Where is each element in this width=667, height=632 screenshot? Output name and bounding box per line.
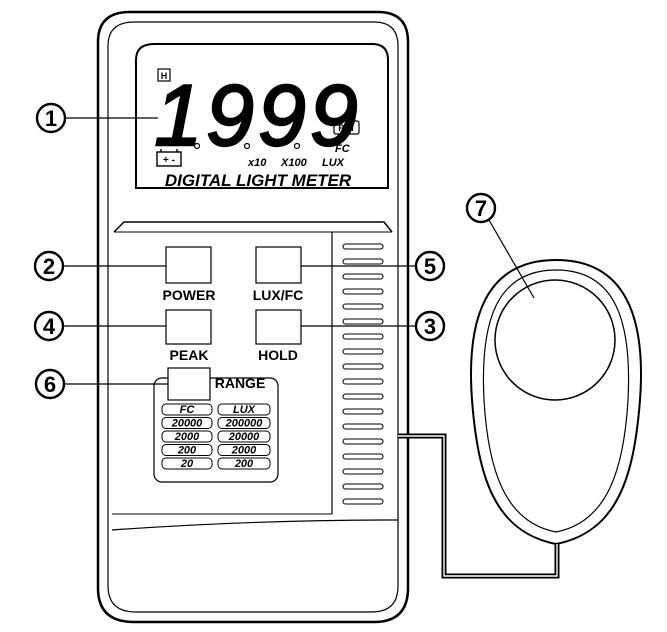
title-plate: DIGITAL LIGHT METER	[165, 171, 352, 190]
range-cell	[161, 430, 213, 443]
hold-indicator: H	[161, 71, 168, 81]
grille-slot	[342, 258, 384, 265]
grille-slot	[342, 423, 384, 430]
callout-6: 6	[34, 368, 66, 400]
svg-text:5: 5	[424, 254, 436, 279]
callout-7: 7	[465, 192, 497, 224]
peak-hold-indicator: P-H	[338, 123, 354, 133]
grille-slot	[342, 378, 384, 385]
range-cell	[161, 417, 213, 429]
grille-slot	[342, 393, 384, 400]
range-header-text: FC	[180, 404, 196, 416]
range-value: 20	[180, 458, 194, 470]
grille-slot	[342, 468, 384, 475]
grille-slot	[342, 273, 384, 280]
hold-indicator-box	[157, 68, 171, 82]
lcd-display: H 1999 P-H + - x10 X100 LUX FC DIGITAL L…	[135, 43, 389, 190]
range-header-text: LUX	[233, 404, 256, 416]
svg-text:7: 7	[475, 196, 487, 221]
peak-hold-indicator-box	[333, 120, 360, 135]
range-cell	[217, 444, 271, 456]
ventilation-grille	[342, 243, 384, 505]
range-value: 200	[177, 445, 197, 457]
callout-5: 5	[414, 250, 446, 282]
peak-button-label: PEAK	[170, 347, 209, 363]
grille-slot	[342, 288, 384, 295]
peak-button[interactable]	[165, 309, 212, 345]
sensor-photocell	[494, 279, 616, 401]
range-header-cell	[161, 403, 213, 416]
multiplier-x100: X100	[280, 157, 308, 169]
lux-fc-button-label: LUX/FC	[253, 287, 304, 303]
battery-icon: + -	[156, 149, 182, 167]
grille-slot	[342, 318, 384, 325]
unit-fc: FC	[335, 143, 351, 155]
range-cell	[217, 430, 271, 443]
lcd-reading: 1999	[154, 68, 361, 164]
range-cell	[161, 444, 213, 456]
callout-3: 3	[414, 310, 446, 342]
range-value: 2000	[174, 431, 200, 443]
power-button-label: POWER	[163, 287, 216, 303]
multiplier-x10: x10	[247, 157, 267, 169]
range-button[interactable]	[167, 367, 211, 401]
meter-body	[96, 10, 410, 624]
range-value: 200000	[225, 418, 264, 430]
grille-slot	[342, 348, 384, 355]
hold-button[interactable]	[255, 309, 302, 345]
grille-slot	[342, 243, 384, 250]
range-cell	[161, 457, 213, 470]
range-panel	[153, 377, 279, 483]
svg-text:3: 3	[424, 314, 436, 339]
callout-4: 4	[33, 310, 65, 342]
callout-2: 2	[33, 250, 65, 282]
unit-lux: LUX	[322, 157, 345, 169]
lcd-digits: 1999	[153, 67, 361, 165]
svg-text:1: 1	[45, 106, 57, 131]
power-button[interactable]	[165, 246, 212, 284]
range-header-cell	[217, 403, 271, 416]
grille-slot	[342, 453, 384, 460]
grille-slot	[342, 408, 384, 415]
callout-1: 1	[35, 102, 67, 134]
range-value: 200	[234, 458, 254, 470]
hold-button-label: HOLD	[258, 347, 298, 363]
sensor-cable	[398, 433, 560, 579]
grille-slot	[342, 333, 384, 340]
grille-slot	[342, 363, 384, 370]
grille-slot	[342, 498, 384, 505]
grille-slot	[342, 483, 384, 490]
light-sensor	[470, 258, 642, 546]
svg-text:4: 4	[43, 314, 56, 339]
range-cell	[217, 417, 271, 429]
grille-slot	[342, 303, 384, 310]
range-cell	[217, 457, 271, 470]
range-value: 20000	[171, 418, 203, 430]
lux-fc-button[interactable]	[255, 246, 302, 284]
svg-text:+ -: + -	[163, 155, 175, 166]
range-button-label: RANGE	[215, 375, 266, 391]
svg-text:2: 2	[43, 254, 55, 279]
svg-text:6: 6	[44, 372, 56, 397]
range-value: 2000	[231, 445, 257, 457]
range-value: 20000	[228, 431, 260, 443]
grille-slot	[342, 438, 384, 445]
